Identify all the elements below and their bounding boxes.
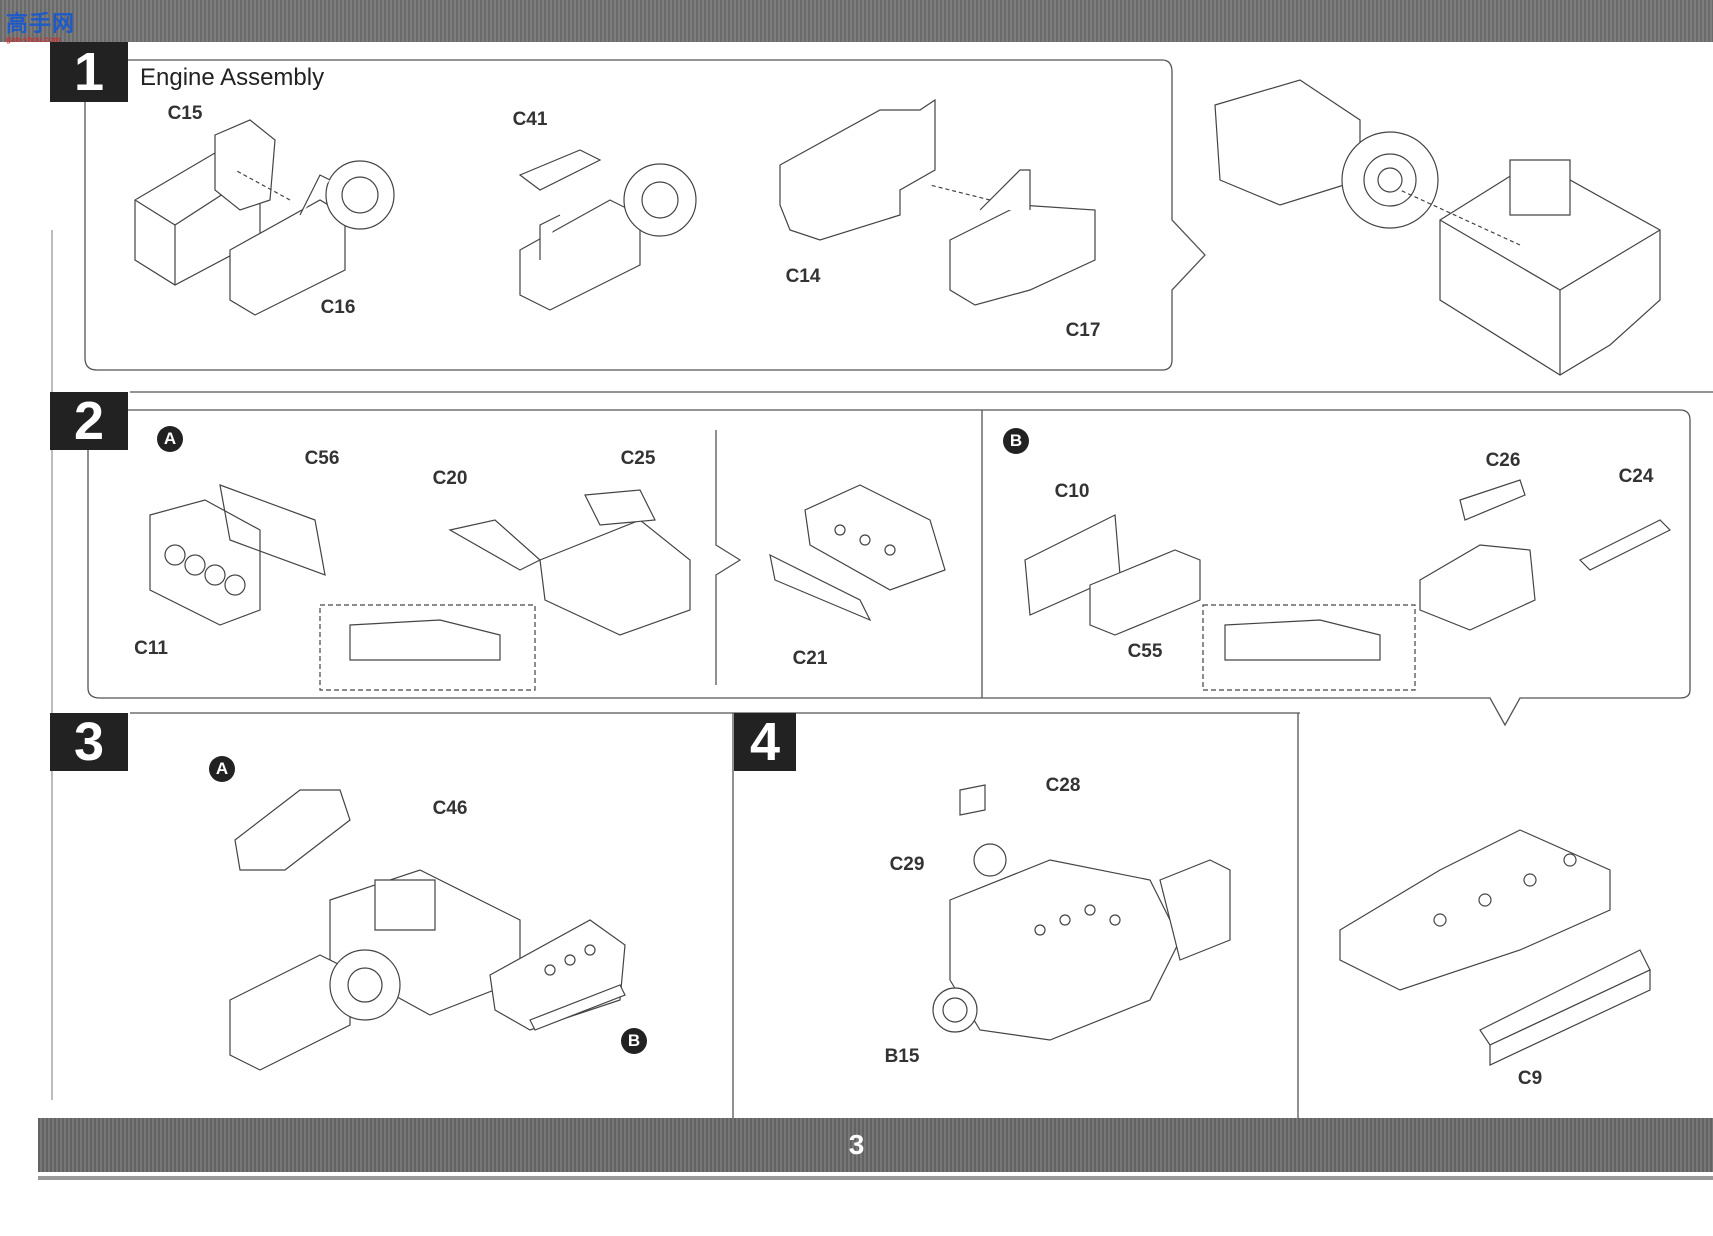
- part-label: C14: [785, 266, 821, 287]
- part-label: C29: [889, 854, 925, 875]
- part-label: C15: [167, 103, 203, 124]
- step1-panel-frame: [85, 60, 1205, 370]
- top-scan-bar: [0, 0, 1713, 42]
- sub-assembly-b-badge: B: [1003, 428, 1029, 454]
- part-label: C20: [432, 468, 468, 489]
- part-label: C10: [1054, 481, 1090, 502]
- step2-panel-frame: [88, 410, 1690, 725]
- step-3-number: 3: [50, 712, 128, 772]
- site-logo-subtext: gao-shou.com: [6, 35, 61, 44]
- step-4-number: 4: [734, 712, 796, 772]
- site-logo[interactable]: 高手网 gao-shou.com: [6, 6, 75, 44]
- part-label: C28: [1045, 775, 1081, 796]
- part-label: C16: [320, 297, 356, 318]
- ref-a-badge: A: [209, 756, 235, 782]
- step-1-title: Engine Assembly: [140, 64, 325, 91]
- footer-edge: [38, 1176, 1713, 1180]
- bottom-footer-bar: [38, 1118, 1713, 1172]
- sub-assembly-a-badge: A: [157, 426, 183, 452]
- part-label: C21: [792, 648, 828, 669]
- step3-drawings: [230, 790, 625, 1070]
- step-2-number: 2: [50, 391, 128, 451]
- step2-drawings: [150, 480, 1670, 690]
- part-label: C17: [1065, 320, 1101, 341]
- part-label: C9: [1517, 1068, 1543, 1089]
- part-label: C41: [512, 109, 548, 130]
- step2a-sub-divider: [716, 430, 740, 685]
- step4-drawings: [933, 785, 1650, 1065]
- step-1-number: 1: [50, 42, 128, 102]
- ref-b-badge: B: [621, 1028, 647, 1054]
- part-label: C55: [1127, 641, 1163, 662]
- part-label: C11: [134, 638, 168, 659]
- part-label: C56: [304, 448, 340, 469]
- site-logo-text: 高手网: [6, 11, 76, 36]
- step1-drawings: [135, 80, 1660, 375]
- part-label: B15: [884, 1046, 920, 1067]
- part-label: C46: [432, 798, 468, 819]
- part-label: C25: [620, 448, 656, 469]
- part-label: C26: [1485, 450, 1521, 471]
- part-label: C24: [1618, 466, 1654, 487]
